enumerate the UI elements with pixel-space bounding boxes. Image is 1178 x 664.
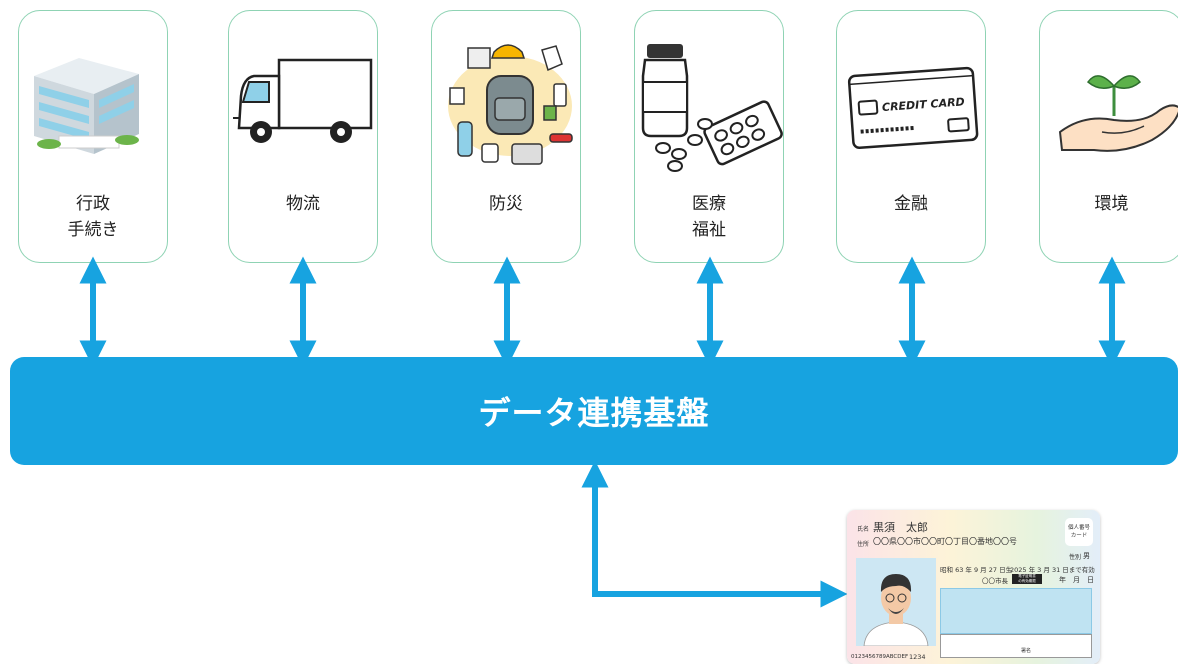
person-portrait-icon	[863, 574, 929, 647]
card-code: 1234	[909, 653, 926, 661]
card-label: 医療 福祉	[692, 194, 726, 240]
disaster-kit-icon	[448, 44, 573, 165]
expiry-date: 2025 年 3 月 31 日まで有効	[1010, 566, 1095, 574]
card-badge: 個人番号 カード	[1065, 518, 1093, 546]
sprout-hand-icon	[1058, 75, 1178, 152]
cert-date: 年 月 日	[1059, 576, 1094, 584]
card-label: 環境	[1094, 194, 1129, 214]
issuer: 〇〇市長	[982, 577, 1008, 585]
service-card-environment[interactable]: 環境	[1039, 10, 1178, 263]
card-label: 行政 手続き	[67, 194, 119, 240]
service-card-medical[interactable]: 医療 福祉	[634, 10, 784, 263]
platform-title: データ連携基盤	[478, 394, 710, 432]
credit-card-text: CREDIT CARD	[882, 95, 966, 114]
name-label: 氏名	[857, 526, 870, 533]
sex-label: 性別	[1069, 554, 1082, 561]
card-number: 0123456789ABCDEF	[851, 654, 909, 660]
service-card-disaster[interactable]: 防災	[431, 10, 581, 263]
holder-photo	[856, 558, 936, 647]
government-building-icon	[34, 58, 139, 154]
mynumber-card: 氏名 黒須 太郎 住所 〇〇県〇〇市〇〇町〇丁目〇番地〇〇号 個人番号 カード …	[847, 510, 1100, 664]
signature-label: 署名	[1021, 648, 1032, 654]
service-card-administration[interactable]: 行政 手続き	[18, 10, 168, 263]
mynumber-card-connector	[581, 460, 848, 608]
holder-address: 〇〇県〇〇市〇〇町〇丁目〇番地〇〇号	[873, 537, 1017, 546]
service-card-logistics[interactable]: 物流	[228, 10, 378, 263]
card-label: 物流	[286, 194, 320, 214]
birth-date: 昭和 63 年 9 月 27 日生	[940, 566, 1013, 574]
remarks-area	[940, 588, 1092, 634]
notes-area: 署名	[940, 634, 1092, 658]
cert-label: 電子証明書 の有効期限	[1012, 574, 1042, 584]
credit-card-icon: CREDIT CARD	[847, 66, 979, 150]
data-platform-bar: データ連携基盤	[10, 357, 1178, 465]
delivery-truck-icon	[233, 58, 373, 143]
card-label: 防災	[489, 194, 523, 214]
address-label: 住所	[857, 541, 870, 548]
holder-sex: 男	[1083, 552, 1090, 560]
card-label: 金融	[894, 194, 928, 214]
medicine-bottle-icon	[641, 44, 783, 172]
holder-name: 黒須 太郎	[873, 521, 928, 534]
service-card-finance[interactable]: CREDIT CARD 金融	[836, 10, 986, 263]
